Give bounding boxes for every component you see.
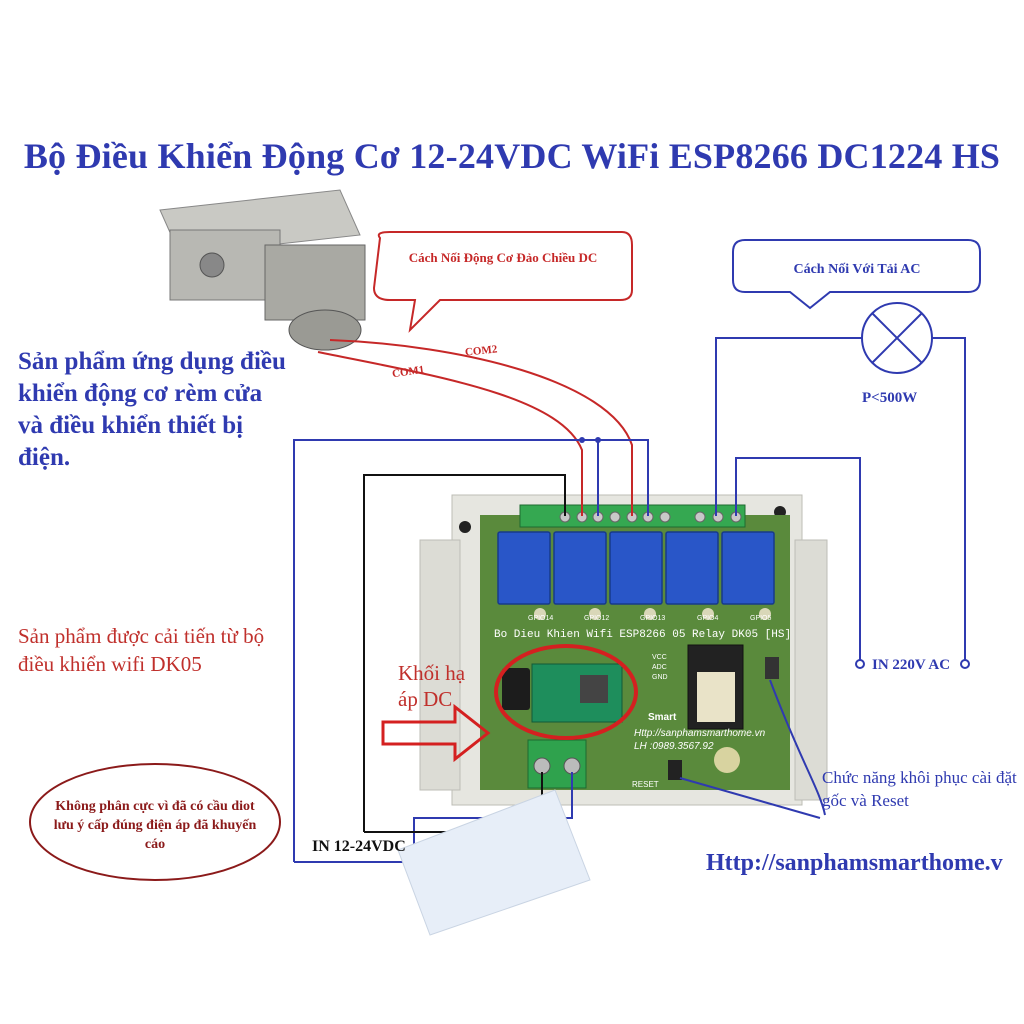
lamp-icon: [861, 302, 933, 374]
led-indicator: [765, 657, 779, 679]
relay-3: [609, 531, 663, 605]
gpio-label: GPIO4: [697, 615, 719, 622]
capacitor: [502, 668, 530, 710]
esp8266-shield: [697, 672, 735, 722]
improved-text: Sản phẩm được cải tiến từ bộ điều khiển …: [18, 624, 265, 676]
gpio-label: GPIO14: [528, 615, 554, 622]
reset-text: Chức năng khôi phục cài đặt gốc và Reset: [822, 768, 1017, 810]
power-label: P<500W: [862, 390, 918, 406]
product-card: [397, 789, 591, 936]
url-text: Http://sanphamsmarthome.v: [706, 850, 1003, 876]
motor-wiring-callout: [372, 231, 633, 333]
board-phone: LH :0989.3567.92: [634, 741, 714, 752]
qc-sticker: [714, 747, 740, 773]
relay-5: [721, 531, 775, 605]
mount-hole: [459, 521, 471, 533]
board-silk-title: Bo Dieu Khien Wifi ESP8266 05 Relay DK05…: [494, 629, 792, 641]
relay-1: [497, 531, 551, 605]
enclosure-flange-right: [794, 539, 828, 801]
relay-2: [553, 531, 607, 605]
enclosure-flange-left: [419, 539, 461, 791]
application-text: Sản phẩm ứng dụng điều khiển động cơ rèm…: [18, 348, 286, 471]
buck-arrow: [381, 703, 491, 763]
polarity-text: Không phân cực vì đã có cầu diot lưu ý c…: [53, 799, 257, 852]
dc-input-label: IN 12-24VDC: [312, 838, 406, 855]
buck-label: Khối hạ áp DC: [398, 661, 466, 711]
board-brand: Smart: [648, 712, 677, 723]
motor-wiring-text: Cách Nối Động Cơ Đảo Chiều DC: [408, 250, 598, 265]
buck-highlight: [494, 644, 638, 740]
ac-input-label: IN 220V AC: [872, 657, 951, 673]
board-web: Http://sanphamsmarthome.vn: [634, 728, 766, 739]
gpio-label: GPIO13: [640, 615, 666, 622]
pin-label: ADC: [652, 664, 667, 671]
page-title: Bộ Điều Khiển Động Cơ 12-24VDC WiFi ESP8…: [23, 136, 1001, 176]
dc-motor: [159, 189, 366, 351]
reset-button: [668, 760, 682, 780]
board-reset-label: RESET: [632, 780, 659, 789]
pin-label: GND: [652, 674, 668, 681]
gpio-label: GPIO5: [750, 615, 772, 622]
relay-4: [665, 531, 719, 605]
inductor: [580, 675, 608, 703]
ac-wiring-callout: [732, 239, 981, 310]
gpio-label: GPIO12: [584, 615, 610, 622]
ac-wiring-text: Cách Nối Với Tải AC: [793, 262, 921, 277]
motor-wires: [317, 339, 633, 516]
buck-module: [531, 663, 623, 723]
pin-label: VCC: [652, 654, 667, 661]
polarity-callout: [29, 763, 281, 881]
